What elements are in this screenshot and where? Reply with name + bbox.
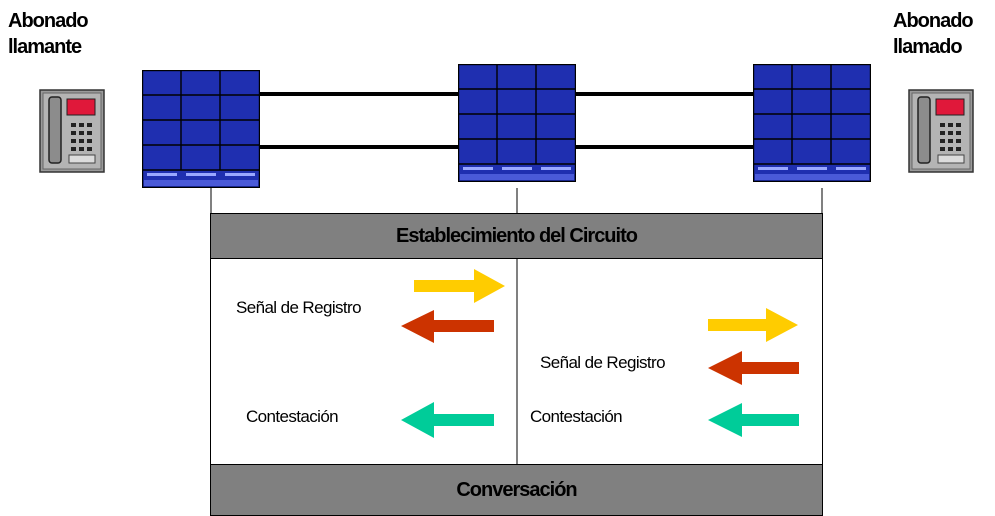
left-answer-label: Contestación	[246, 407, 339, 426]
left-answer-arrow	[401, 402, 494, 438]
caller-label-line1: Abonado	[8, 10, 89, 32]
callee-label: Abonado llamado	[893, 8, 974, 60]
right-register-signal-label: Señal de Registro	[540, 353, 666, 372]
right-answer-label: Contestación	[530, 407, 623, 426]
exchange-switch-icon-right	[753, 64, 871, 182]
callee-label-line1: Abonado	[893, 10, 974, 32]
caller-label: Abonado llamante	[8, 8, 89, 60]
exchange-switch-icon-middle	[458, 64, 576, 182]
left-register-arrow	[401, 310, 494, 343]
callee-telephone-icon	[908, 89, 974, 173]
left-forward-arrow	[414, 269, 505, 303]
setup-phase-bar: Establecimiento del Circuito	[210, 213, 823, 259]
caller-label-line2: llamante	[8, 36, 82, 58]
right-register-arrow	[708, 351, 799, 385]
right-forward-arrow	[708, 308, 798, 342]
callee-label-line2: llamado	[893, 36, 963, 58]
right-answer-arrow	[708, 403, 799, 437]
caller-telephone-icon	[39, 89, 105, 173]
left-register-signal-label: Señal de Registro	[236, 298, 362, 317]
exchange-switch-icon-left	[142, 70, 260, 188]
conversation-phase-bar: Conversación	[210, 464, 823, 516]
